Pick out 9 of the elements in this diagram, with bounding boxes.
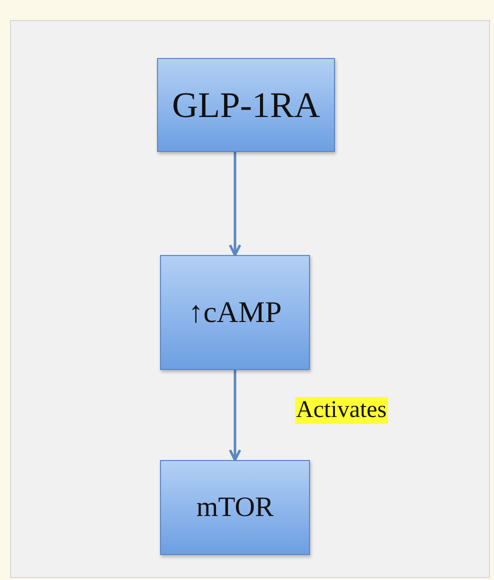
edge-label: Activates <box>295 397 388 424</box>
arrow <box>228 152 242 256</box>
process-box <box>160 255 310 370</box>
node-label: GLP-1RA <box>172 84 320 126</box>
process-box <box>157 58 335 152</box>
node-label: ↑cAMP <box>188 296 282 330</box>
process-box <box>160 460 310 555</box>
node-label: mTOR <box>196 492 274 524</box>
arrow <box>228 370 242 462</box>
